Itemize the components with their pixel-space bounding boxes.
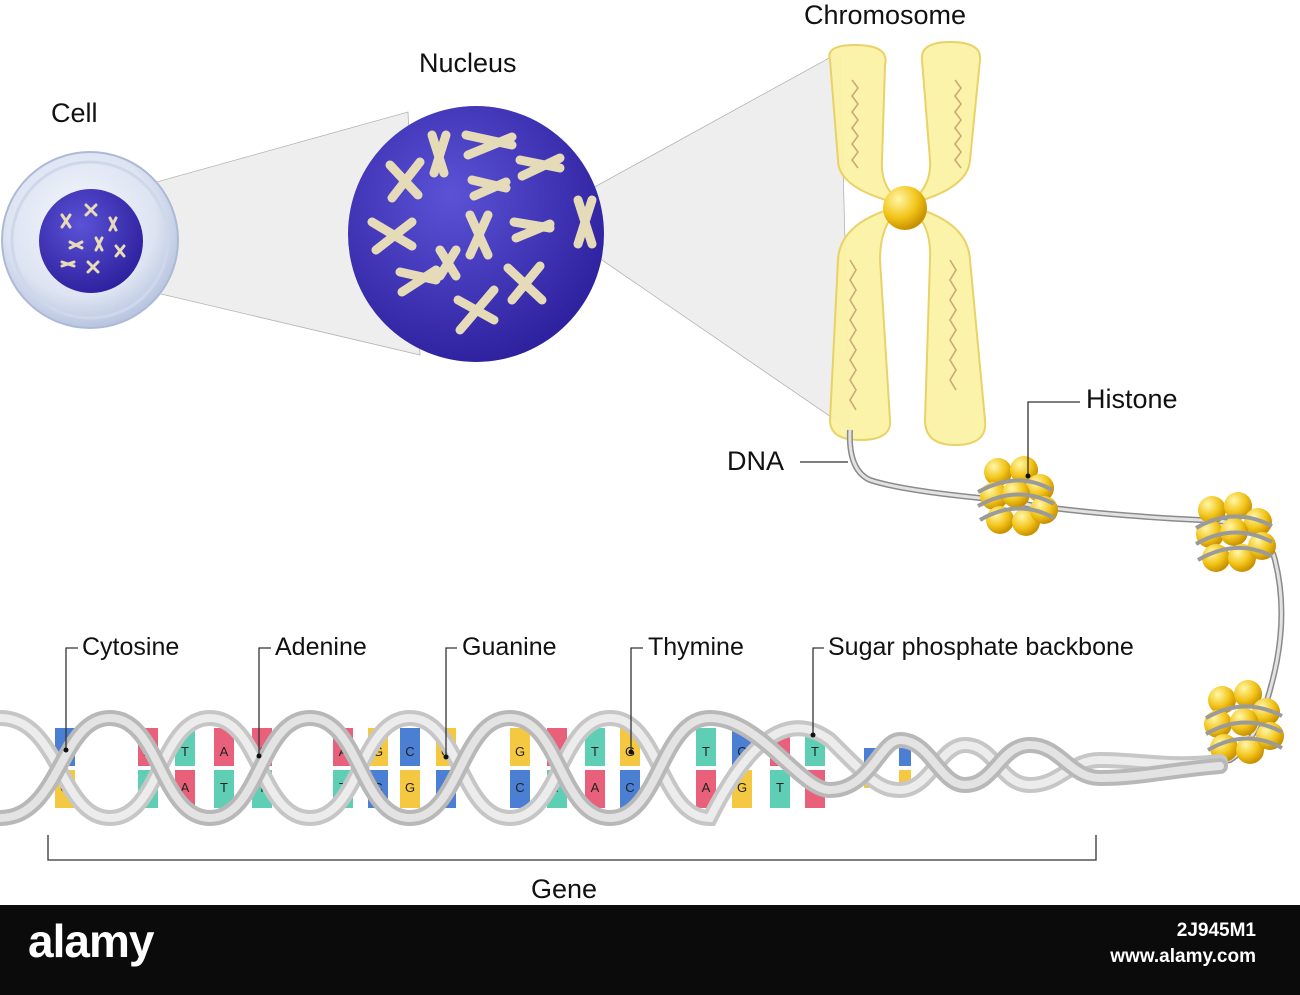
base-letter: G (737, 780, 747, 795)
base-T (696, 728, 716, 766)
cell-illustration (1, 151, 179, 329)
site-url: www.alamy.com (1110, 946, 1256, 967)
histone-1 (977, 456, 1058, 536)
histone-label: Histone (1086, 384, 1178, 414)
base-letter: G (405, 780, 415, 795)
base-letter: A (591, 780, 600, 795)
image-id: 2J945M1 (1176, 920, 1256, 941)
base-letter: A (702, 780, 711, 795)
nucleus-label: Nucleus (419, 48, 517, 78)
nucleus-zoom-funnel (579, 51, 851, 431)
base-letter: T (776, 780, 784, 795)
base-T (214, 770, 234, 808)
thymine-leader (630, 647, 643, 752)
centromere (883, 186, 927, 230)
cell-chromosome-icons (60, 203, 126, 274)
adenine-leader (258, 647, 271, 756)
dna-label: DNA (727, 446, 785, 476)
gene-bracket (47, 835, 1097, 861)
cell-label: Cell (51, 98, 98, 128)
base-A (585, 770, 605, 808)
base-C (510, 770, 530, 808)
image-code: 2J945M1 www.alamy.com (1110, 918, 1256, 970)
base-letter: C (515, 780, 524, 795)
base-letter: C (737, 744, 746, 759)
guanine-label: Guanine (462, 633, 557, 661)
base-A (214, 728, 234, 766)
base-G (510, 728, 530, 766)
gene-label: Gene (531, 874, 598, 904)
backbone-leader (812, 647, 824, 735)
cytosine-label: Cytosine (82, 633, 180, 661)
brand-logo: alamy (28, 915, 154, 967)
leader-lines (47, 401, 1097, 861)
base-letter: T (591, 744, 599, 759)
base-G (400, 770, 420, 808)
base-letter: A (220, 744, 229, 759)
cytosine-leader (65, 647, 78, 750)
base-letter: A (181, 780, 190, 795)
chromosome-illustration (828, 40, 987, 447)
base-T (585, 728, 605, 766)
base-C (400, 728, 420, 766)
base-A (696, 770, 716, 808)
base-letter: T (181, 744, 189, 759)
base-letter: T (702, 744, 710, 759)
base-T (770, 770, 790, 808)
adenine-label: Adenine (275, 633, 367, 661)
base-letter: C (405, 744, 414, 759)
thymine-label: Thymine (648, 633, 744, 661)
leader-dots (63, 473, 1031, 760)
nucleus-chromosome-icons (367, 130, 597, 335)
guanine-leader (445, 647, 457, 757)
base-letter: G (373, 744, 383, 759)
base-letter: G (515, 744, 525, 759)
chromosome-label: Chromosome (804, 0, 967, 30)
nucleus-illustration (348, 106, 604, 362)
base-C (899, 748, 911, 766)
base-letter: C (625, 780, 634, 795)
base-letter: T (811, 744, 819, 759)
histone-2 (1194, 492, 1276, 572)
backbone-label: Sugar phosphate backbone (828, 633, 1134, 661)
base-letter: T (220, 780, 228, 795)
watermark-footer (0, 905, 1300, 995)
histone-leader (1027, 401, 1080, 476)
